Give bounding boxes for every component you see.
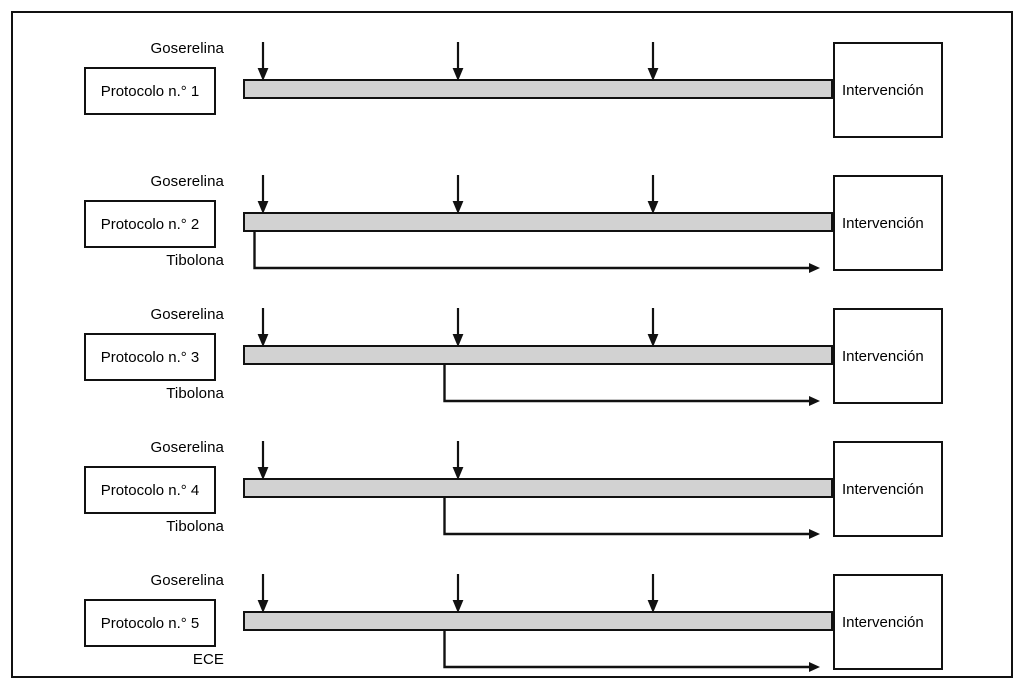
treatment-bar (243, 345, 833, 365)
injection-arrow-icon (646, 175, 660, 214)
intervention-box[interactable]: Intervención (833, 574, 943, 670)
protocol-box[interactable]: Protocolo n.° 1 (84, 67, 216, 115)
injection-arrow-icon (646, 42, 660, 81)
protocol-box[interactable]: Protocolo n.° 2 (84, 200, 216, 248)
injection-arrow-icon (451, 574, 465, 613)
protocol-box-label: Protocolo n.° 4 (100, 481, 200, 499)
intervention-box[interactable]: Intervención (833, 175, 943, 271)
protocol-box-label: Protocolo n.° 1 (100, 82, 200, 100)
drug-label-bottom: Tibolona (166, 385, 224, 402)
protocol-box[interactable]: Protocolo n.° 3 (84, 333, 216, 381)
injection-arrow-icon (256, 308, 270, 347)
injection-arrow-icon (451, 175, 465, 214)
adjuvant-arrow-icon (443, 365, 824, 410)
treatment-bar (243, 478, 833, 498)
protocol-box[interactable]: Protocolo n.° 4 (84, 466, 216, 514)
treatment-bar (243, 212, 833, 232)
intervention-box-label: Intervención (842, 347, 924, 365)
injection-arrow-icon (451, 441, 465, 480)
drug-label-bottom: Tibolona (166, 252, 224, 269)
injection-arrow-icon (256, 574, 270, 613)
intervention-box[interactable]: Intervención (833, 42, 943, 138)
drug-label-top: Goserelina (150, 173, 224, 190)
adjuvant-arrow-icon (253, 232, 824, 277)
injection-arrow-icon (646, 574, 660, 613)
injection-arrow-icon (451, 42, 465, 81)
adjuvant-arrow-icon (443, 498, 824, 543)
intervention-box-label: Intervención (842, 480, 924, 498)
drug-label-top: Goserelina (150, 572, 224, 589)
adjuvant-arrow-icon (443, 631, 824, 676)
protocol-box-label: Protocolo n.° 5 (100, 614, 200, 632)
intervention-box[interactable]: Intervención (833, 308, 943, 404)
drug-label-top: Goserelina (150, 40, 224, 57)
drug-label-bottom: ECE (192, 651, 224, 668)
intervention-box-label: Intervención (842, 613, 924, 631)
protocol-box-label: Protocolo n.° 2 (100, 215, 200, 233)
protocol-box[interactable]: Protocolo n.° 5 (84, 599, 216, 647)
treatment-bar (243, 611, 833, 631)
drug-label-bottom: Tibolona (166, 518, 224, 535)
injection-arrow-icon (256, 42, 270, 81)
drug-label-top: Goserelina (150, 306, 224, 323)
intervention-box-label: Intervención (842, 214, 924, 232)
drug-label-top: Goserelina (150, 439, 224, 456)
intervention-box[interactable]: Intervención (833, 441, 943, 537)
injection-arrow-icon (256, 441, 270, 480)
protocol-box-label: Protocolo n.° 3 (100, 348, 200, 366)
injection-arrow-icon (451, 308, 465, 347)
treatment-bar (243, 79, 833, 99)
injection-arrow-icon (256, 175, 270, 214)
injection-arrow-icon (646, 308, 660, 347)
intervention-box-label: Intervención (842, 81, 924, 99)
